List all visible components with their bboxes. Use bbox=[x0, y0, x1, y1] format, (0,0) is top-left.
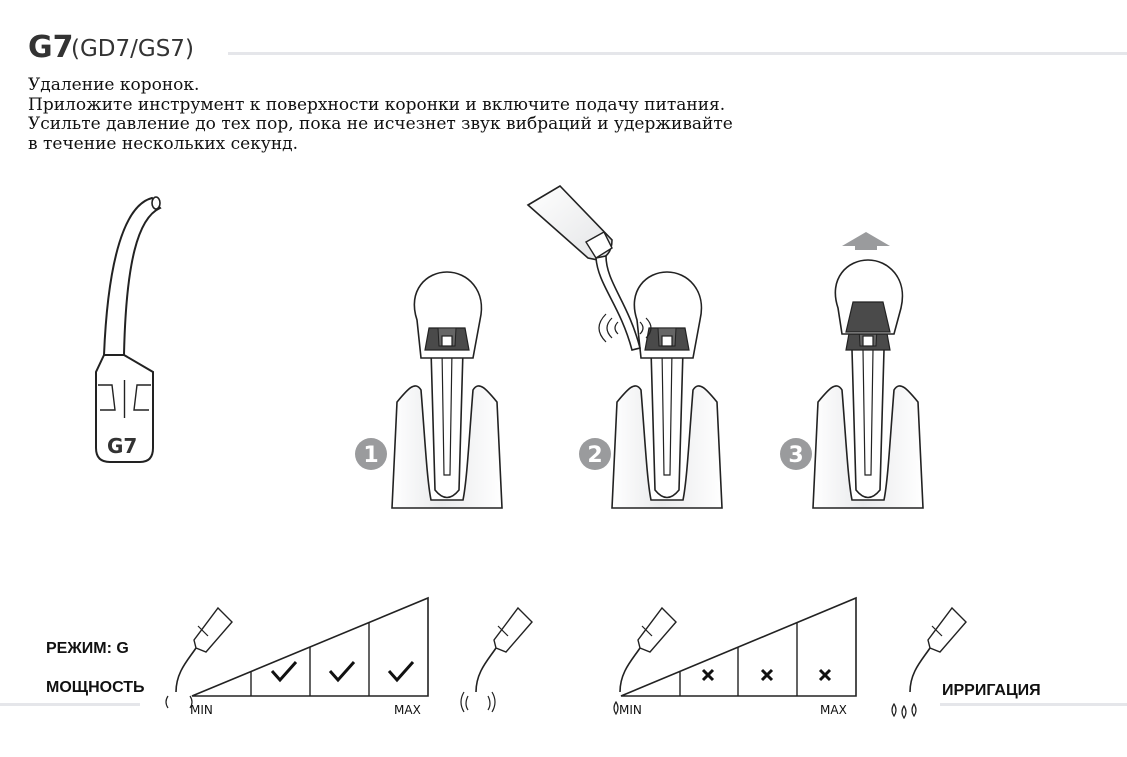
bottom-divider-right bbox=[940, 703, 1127, 706]
handpiece-icon bbox=[165, 606, 233, 709]
lifted-crown bbox=[834, 259, 904, 335]
power-max-label: MAX bbox=[394, 703, 421, 717]
power-scale bbox=[191, 596, 429, 697]
irrigation-max-label: MAX bbox=[820, 703, 847, 717]
instruction-line: Приложите инструмент к поверхности корон… bbox=[28, 94, 726, 115]
power-min-label: MIN bbox=[190, 703, 213, 717]
step-1-number: 1 bbox=[363, 443, 378, 468]
handpiece-illustration bbox=[526, 184, 652, 351]
step-badges bbox=[355, 438, 812, 470]
lift-arrow-icon bbox=[842, 232, 890, 250]
handpiece-icon bbox=[613, 606, 677, 716]
tip-illustration bbox=[95, 196, 162, 463]
instruction-line: Удаление коронок. bbox=[28, 75, 200, 95]
bottom-divider-left bbox=[0, 703, 140, 706]
tip-label: G7 bbox=[107, 434, 138, 458]
tip-variants: (GD7/GS7) bbox=[71, 36, 194, 62]
title-row: G7 (GD7/GS7) bbox=[28, 30, 1127, 70]
step-1-illustration bbox=[391, 271, 503, 509]
tip-code-title: G7 bbox=[28, 30, 74, 65]
handpiece-icon bbox=[891, 606, 967, 720]
step-3-illustration bbox=[812, 327, 924, 509]
irrigation-scale bbox=[620, 596, 857, 697]
title-divider bbox=[228, 52, 1127, 55]
handpiece-icon bbox=[460, 606, 533, 713]
instruction-line: Усильте давление до тех пор, пока не исч… bbox=[28, 114, 733, 134]
mode-label: РЕЖИМ: G bbox=[46, 640, 129, 657]
irrigation-label: ИРРИГАЦИЯ bbox=[942, 682, 1041, 699]
step-2-number: 2 bbox=[587, 443, 602, 468]
power-label: МОЩНОСТЬ bbox=[46, 679, 145, 696]
step-3-number: 3 bbox=[788, 443, 803, 468]
step-2-illustration bbox=[611, 271, 723, 509]
instruction-line: в течение нескольких секунд. bbox=[28, 133, 299, 154]
instructions: Удаление коронок. Приложите инструмент к… bbox=[28, 75, 888, 154]
irrigation-min-label: MIN bbox=[619, 703, 642, 717]
